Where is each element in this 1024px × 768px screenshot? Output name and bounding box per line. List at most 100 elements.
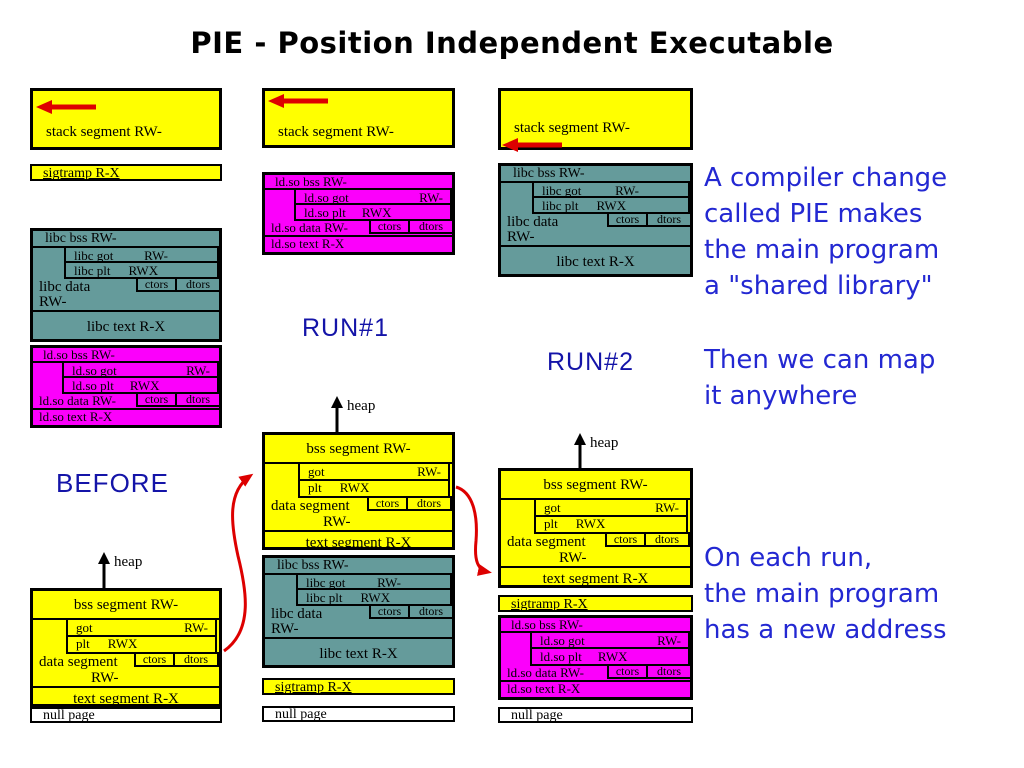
libc-box: libc bss RW- libc got RW- libc plt RWX c… (498, 163, 693, 277)
libc-text-row: libc text R-X (265, 637, 452, 669)
plt-label: libc plt (74, 263, 111, 278)
annotation-line: A compiler change (704, 163, 948, 193)
ctors-box: ctors (605, 532, 646, 547)
stack-position-arrow-icon (268, 94, 328, 108)
plt-perm: RWX (575, 516, 606, 531)
data-label: libc data (271, 606, 323, 622)
data-row: ctors dtors data segment RW- (501, 532, 690, 566)
got-row: got RW- (300, 464, 448, 481)
libc-got-row: libc got RW- (534, 183, 688, 198)
data-row: ctors dtors data segment RW- (265, 496, 452, 530)
dtors-box: dtors (648, 212, 692, 227)
got-perm: RW- (184, 620, 208, 635)
ldso-box: ld.so bss RW- ld.so got RW- ld.so plt RW… (30, 345, 222, 428)
page-title: PIE - Position Independent Executable (190, 26, 834, 60)
libc-plt-row: libc plt RWX (298, 590, 450, 605)
libc-got-row: libc got RW- (298, 575, 450, 590)
data-label: ld.so data RW- (507, 665, 584, 680)
segment-label: sigtramp R-X (43, 166, 120, 181)
ctors-dtors: ctors dtors (369, 604, 454, 619)
dtors-box: dtors (410, 219, 454, 234)
heap-pointer: heap (96, 552, 142, 588)
stack-position-arrow-icon (502, 138, 562, 152)
got-label: got (76, 620, 93, 635)
segment-label: stack segment RW- (278, 124, 394, 140)
annotation-new-address: On each run, the main program has a new … (704, 540, 947, 648)
annotation-compiler-change: A compiler change called PIE makes the m… (704, 160, 947, 304)
got-perm: RW- (655, 500, 679, 515)
ldso-got-row: ld.so got RW- (296, 190, 450, 205)
plt-label: libc plt (542, 198, 579, 213)
segment-label: null page (43, 708, 95, 723)
libc-got-row: libc got RW- (66, 248, 217, 263)
ctors-box: ctors (369, 604, 410, 619)
data-perm: RW- (39, 294, 67, 310)
program-box: bss segment RW- got RW- plt RWX ctors dt… (30, 588, 222, 707)
sigtramp-box: sigtramp R-X (30, 164, 222, 181)
ldso-data-row: ld.so data RW- ctors dtors (33, 392, 221, 410)
ctors-box: ctors (367, 496, 408, 511)
libc-plt-row: libc plt RWX (66, 263, 217, 278)
stack-segment-box: stack segment RW- (262, 88, 455, 148)
plt-row: plt RWX (536, 517, 686, 532)
annotation-line: On each run, (704, 543, 873, 573)
data-label: data segment (271, 498, 350, 514)
data-label: libc data (39, 279, 91, 295)
segment-label: sigtramp R-X (511, 597, 588, 612)
ldso-box: ld.so bss RW- ld.so got RW- ld.so plt RW… (498, 615, 693, 700)
got-perm: RW- (419, 190, 443, 205)
null-page-box: null page (262, 706, 455, 722)
ctors-dtors: ctors dtors (607, 664, 692, 679)
ctors-box: ctors (607, 212, 648, 227)
ldso-plt-row: ld.so plt RWX (296, 205, 450, 220)
plt-label: plt (76, 636, 90, 651)
ldso-box: ld.so bss RW- ld.so got RW- ld.so plt RW… (262, 172, 455, 255)
ctors-dtors: ctors dtors (607, 212, 692, 227)
libc-text-row: libc text R-X (501, 245, 690, 277)
text-row: text segment R-X (33, 686, 219, 710)
ldso-got-row: ld.so got RW- (64, 363, 217, 378)
libc-plt-row: libc plt RWX (534, 198, 688, 213)
libc-bss-row: libc bss RW- (33, 231, 219, 248)
bss-row: bss segment RW- (33, 591, 219, 620)
annotation-line: it anywhere (704, 381, 858, 411)
dtors-box: dtors (646, 532, 690, 547)
relocation-arrow-run1-to-run2 (455, 485, 492, 576)
plt-perm: RWX (128, 263, 159, 278)
heap-label: heap (114, 554, 143, 570)
data-row: ctors dtors data segment RW- (33, 652, 219, 686)
plt-label: plt (544, 516, 558, 531)
libc-text-row: libc text R-X (33, 310, 219, 342)
heap-arrow-icon (98, 552, 110, 588)
ldso-got-row: ld.so got RW- (532, 633, 688, 649)
data-perm: RW- (507, 229, 535, 245)
dtors-box: dtors (648, 664, 692, 679)
plt-perm: RWX (129, 378, 160, 393)
ctors-dtors: ctors dtors (367, 496, 452, 511)
ldso-bss-row: ld.so bss RW- (265, 175, 452, 190)
got-perm: RW- (144, 248, 168, 263)
ldso-text-row: ld.so text R-X (39, 409, 113, 424)
sigtramp-box: sigtramp R-X (262, 678, 455, 695)
got-label: libc got (306, 575, 346, 590)
got-label: libc got (74, 248, 114, 263)
got-perm: RW- (377, 575, 401, 590)
data-label: data segment (507, 534, 586, 550)
libc-data-row: ctors dtors libc data RW- (265, 604, 454, 637)
stack-position-arrow-icon (36, 100, 96, 114)
annotation-line: Then we can map (704, 345, 936, 375)
got-label: got (308, 464, 325, 479)
got-perm: RW- (615, 183, 639, 198)
data-perm: RW- (271, 621, 299, 637)
ctors-dtors: ctors dtors (134, 652, 219, 667)
plt-perm: RWX (361, 205, 392, 220)
before-label: BEFORE (56, 468, 169, 498)
ldso-bss-row: ld.so bss RW- (501, 618, 690, 633)
annotation-line: called PIE makes (704, 199, 923, 229)
annotation-map-anywhere: Then we can map it anywhere (704, 342, 935, 414)
got-label: libc got (542, 183, 582, 198)
stack-segment-box: stack segment RW- (498, 88, 693, 152)
libc-bss-row: libc bss RW- (501, 166, 690, 183)
plt-perm: RWX (107, 636, 138, 651)
annotation-line: has a new address (704, 615, 947, 645)
